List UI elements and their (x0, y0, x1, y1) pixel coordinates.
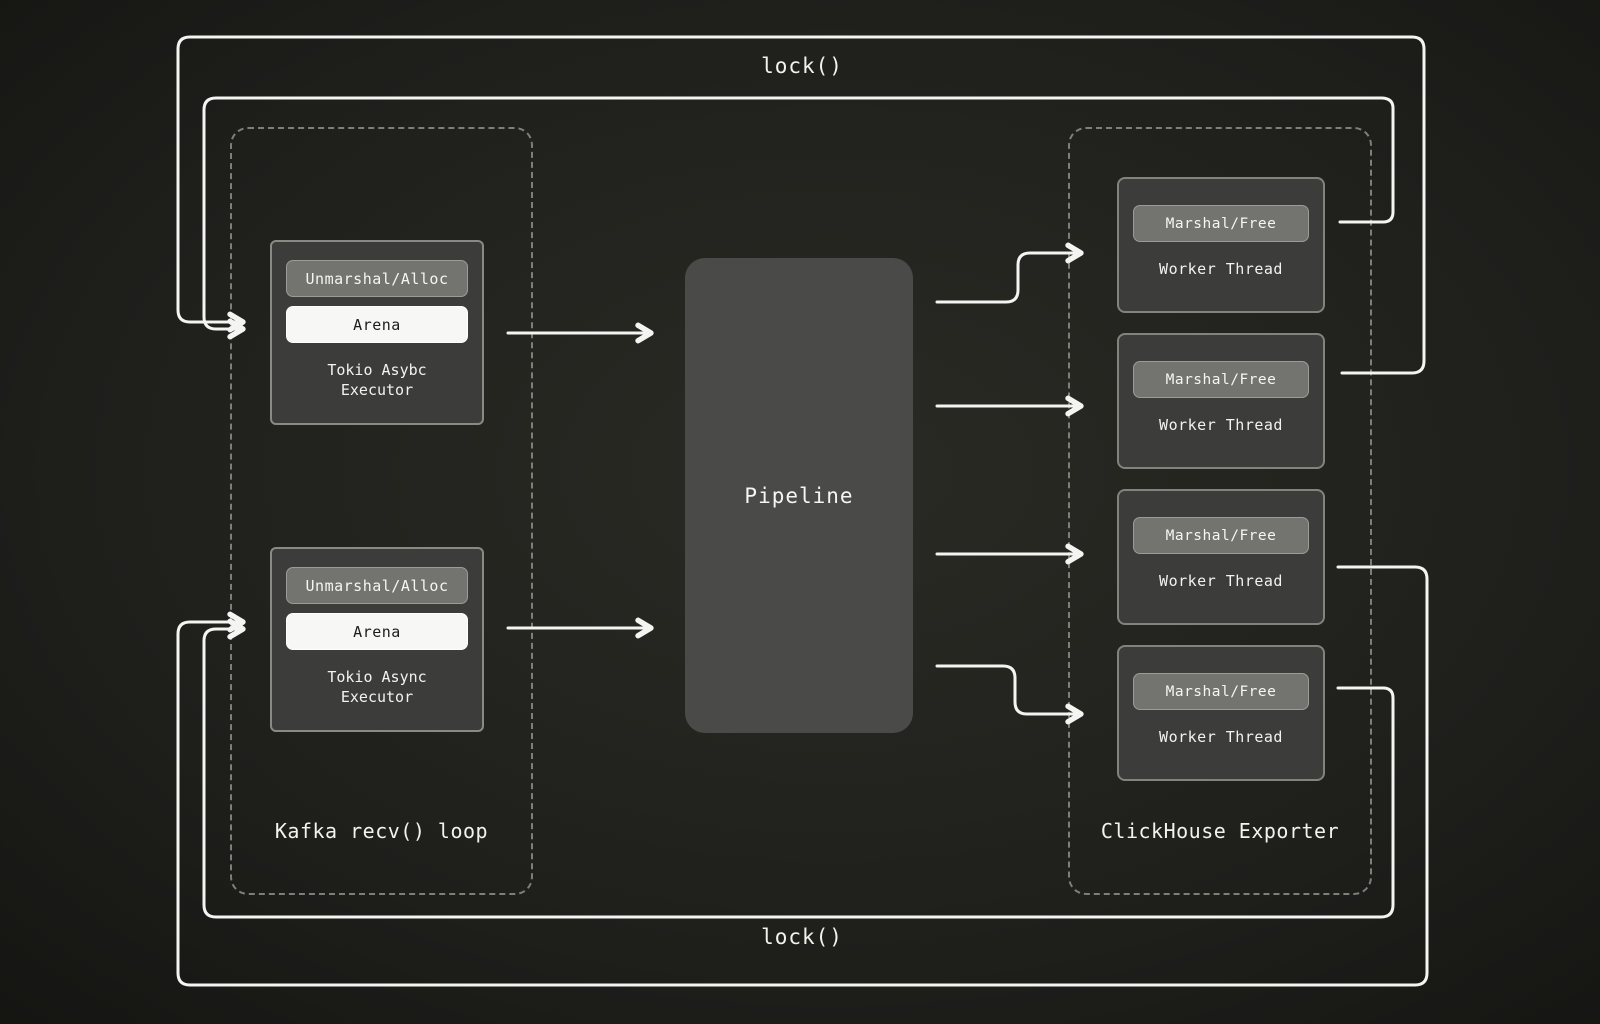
worker-thread-label: Worker Thread (1159, 416, 1283, 434)
kafka-group-label: Kafka recv() loop (274, 819, 489, 843)
clickhouse-group-label: ClickHouse Exporter (1100, 819, 1340, 843)
marshal-free-pill: Marshal/Free (1133, 517, 1309, 554)
marshal-free-pill: Marshal/Free (1133, 361, 1309, 398)
pipeline-label: Pipeline (744, 483, 854, 508)
arena-pill: Arena (286, 613, 468, 650)
unmarshal-alloc-pill: Unmarshal/Alloc (286, 567, 468, 604)
worker-thread-label: Worker Thread (1159, 728, 1283, 746)
executor-caption-line2: Executor (340, 688, 414, 706)
pipeline-to-worker4-arrow (935, 664, 1084, 725)
executor-caption: Tokio Async Executor (272, 667, 482, 707)
worker-thread-box-4: Marshal/Free Worker Thread (1117, 645, 1325, 781)
executor-caption-line1: Tokio Async (327, 668, 427, 686)
pipeline-to-worker1-arrow (935, 242, 1084, 304)
worker-thread-box-2: Marshal/Free Worker Thread (1117, 333, 1325, 469)
executor-caption-line1: Tokio Asybc (327, 361, 427, 379)
lock-label-top: lock() (761, 54, 843, 78)
executor-caption-line2: Executor (340, 381, 414, 399)
unmarshal-alloc-pill: Unmarshal/Alloc (286, 260, 468, 297)
worker-thread-box-1: Marshal/Free Worker Thread (1117, 177, 1325, 313)
executor-caption: Tokio Asybc Executor (272, 360, 482, 400)
marshal-free-pill: Marshal/Free (1133, 205, 1309, 242)
lock-label-bottom: lock() (761, 925, 843, 949)
worker-thread-label: Worker Thread (1159, 572, 1283, 590)
worker-thread-box-3: Marshal/Free Worker Thread (1117, 489, 1325, 625)
tokio-executor-box-1: Unmarshal/Alloc Arena Tokio Asybc Execut… (270, 240, 484, 425)
arena-pill: Arena (286, 306, 468, 343)
worker-thread-label: Worker Thread (1159, 260, 1283, 278)
pipeline-box: Pipeline (685, 258, 913, 733)
marshal-free-pill: Marshal/Free (1133, 673, 1309, 710)
tokio-executor-box-2: Unmarshal/Alloc Arena Tokio Async Execut… (270, 547, 484, 732)
